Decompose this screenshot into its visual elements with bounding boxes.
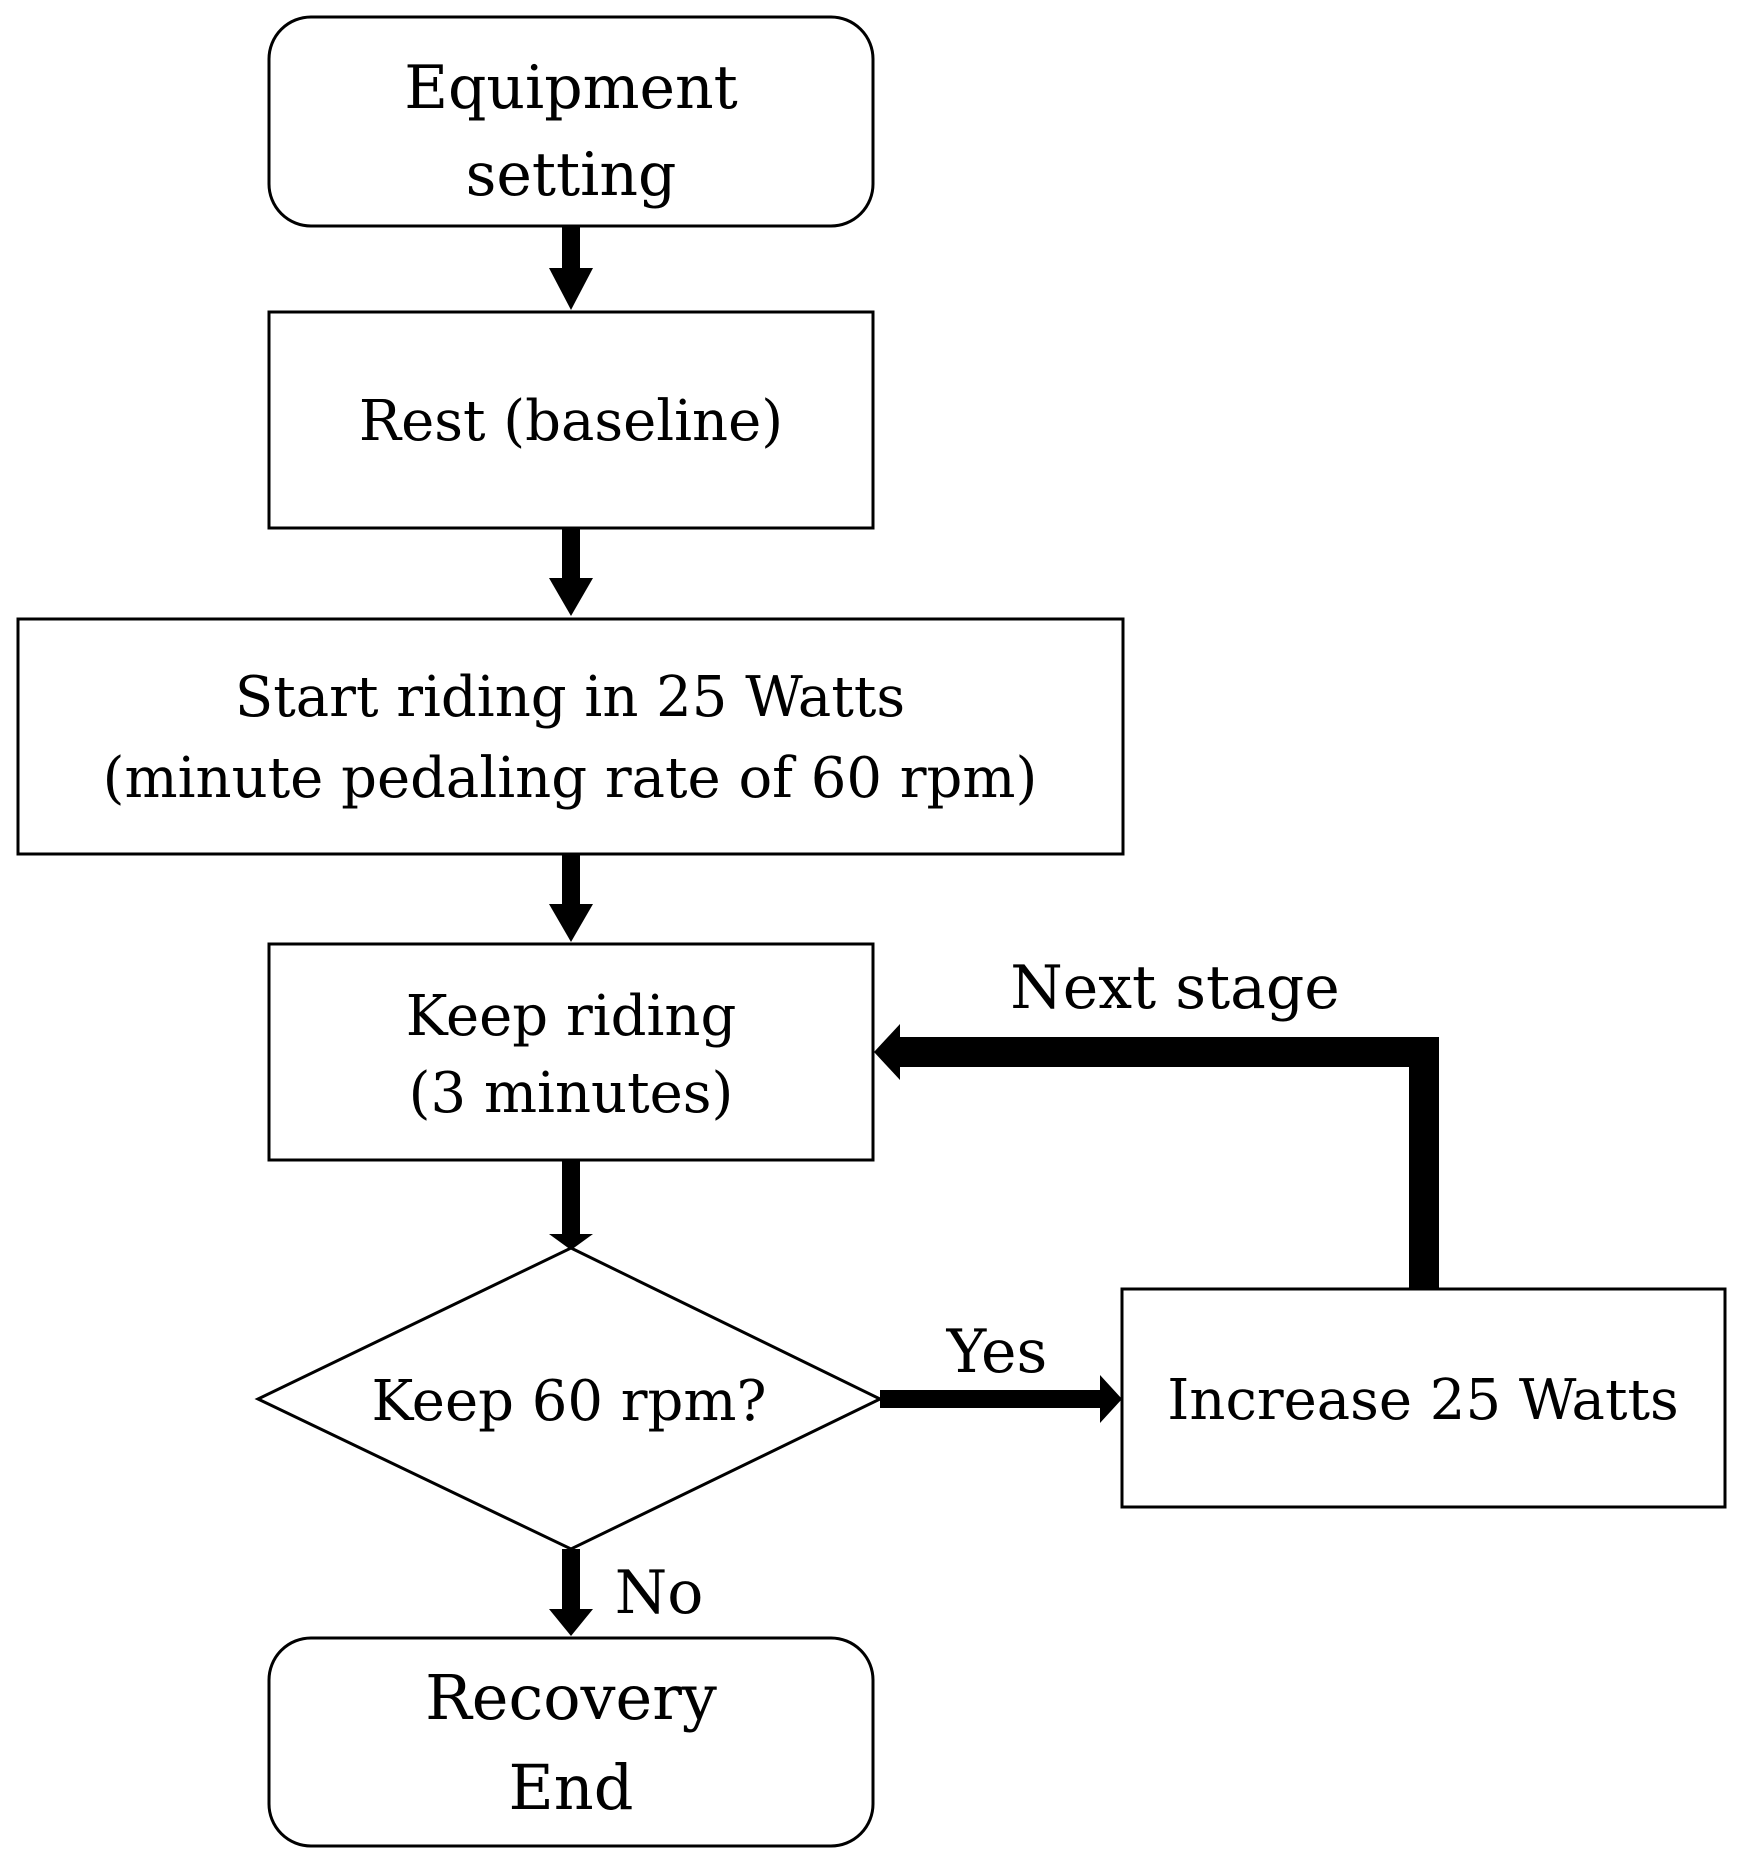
rest-box	[267, 310, 875, 530]
arrow-no: No	[549, 1549, 703, 1636]
equipment-setting-line2: setting	[466, 140, 677, 210]
arrow-yes-head	[1100, 1375, 1122, 1423]
end-line2: End	[509, 1751, 634, 1824]
decision-label: Keep 60 rpm?	[371, 1369, 766, 1434]
start-riding-box	[16, 617, 1125, 856]
increase-label: Increase 25 Watts	[1167, 1368, 1678, 1433]
node-decision: Keep 60 rpm?	[254, 1246, 884, 1551]
keep-riding-line1: Keep riding	[406, 984, 737, 1049]
start-riding-line2: (minute pedaling rate of 60 rpm)	[103, 746, 1038, 811]
arrow-no-head	[549, 1609, 593, 1636]
start-riding-line1: Start riding in 25 Watts	[235, 665, 905, 730]
next-stage-label: Next stage	[1010, 953, 1340, 1023]
arrow-equipment-to-rest-head	[549, 268, 593, 310]
arrow-start-to-keep	[549, 854, 593, 942]
keep-riding-box	[267, 942, 875, 1162]
equipment-setting-line1: Equipment	[404, 53, 738, 123]
arrow-rest-to-start-head	[549, 578, 593, 616]
arrow-no-shaft	[562, 1549, 580, 1613]
arrow-keep-to-decision	[549, 1160, 593, 1250]
arrow-start-to-keep-head	[549, 904, 593, 942]
arrow-start-to-keep-shaft	[562, 854, 580, 906]
arrow-yes: Yes	[880, 1317, 1122, 1423]
arrow-keep-to-decision-shaft	[562, 1160, 580, 1238]
node-start-riding: Start riding in 25 Watts (minute pedalin…	[16, 617, 1125, 856]
arrow-next-stage-vertical	[1409, 1037, 1439, 1289]
node-end: Recovery End	[267, 1636, 875, 1848]
arrow-equipment-to-rest-shaft	[562, 226, 580, 270]
no-label: No	[615, 1558, 704, 1628]
rest-label: Rest (baseline)	[359, 389, 783, 454]
node-keep-riding: Keep riding (3 minutes)	[267, 942, 875, 1162]
node-equipment-setting: Equipment setting	[267, 15, 875, 228]
arrow-next-stage-horizontal	[898, 1037, 1439, 1067]
arrow-yes-shaft	[886, 1390, 1106, 1408]
arrow-next-stage-head	[874, 1024, 900, 1080]
arrow-next-stage: Next stage	[874, 953, 1439, 1289]
increase-box	[1120, 1287, 1727, 1509]
node-increase: Increase 25 Watts	[1120, 1287, 1727, 1509]
arrow-equipment-to-rest	[549, 226, 593, 310]
yes-label: Yes	[946, 1317, 1048, 1387]
keep-riding-line2: (3 minutes)	[409, 1061, 734, 1126]
end-line1: Recovery	[425, 1661, 717, 1734]
arrow-rest-to-start	[549, 528, 593, 616]
arrow-rest-to-start-shaft	[562, 528, 580, 580]
end-box	[267, 1636, 875, 1848]
arrow-keep-to-decision-head	[549, 1234, 593, 1250]
node-rest: Rest (baseline)	[267, 310, 875, 530]
